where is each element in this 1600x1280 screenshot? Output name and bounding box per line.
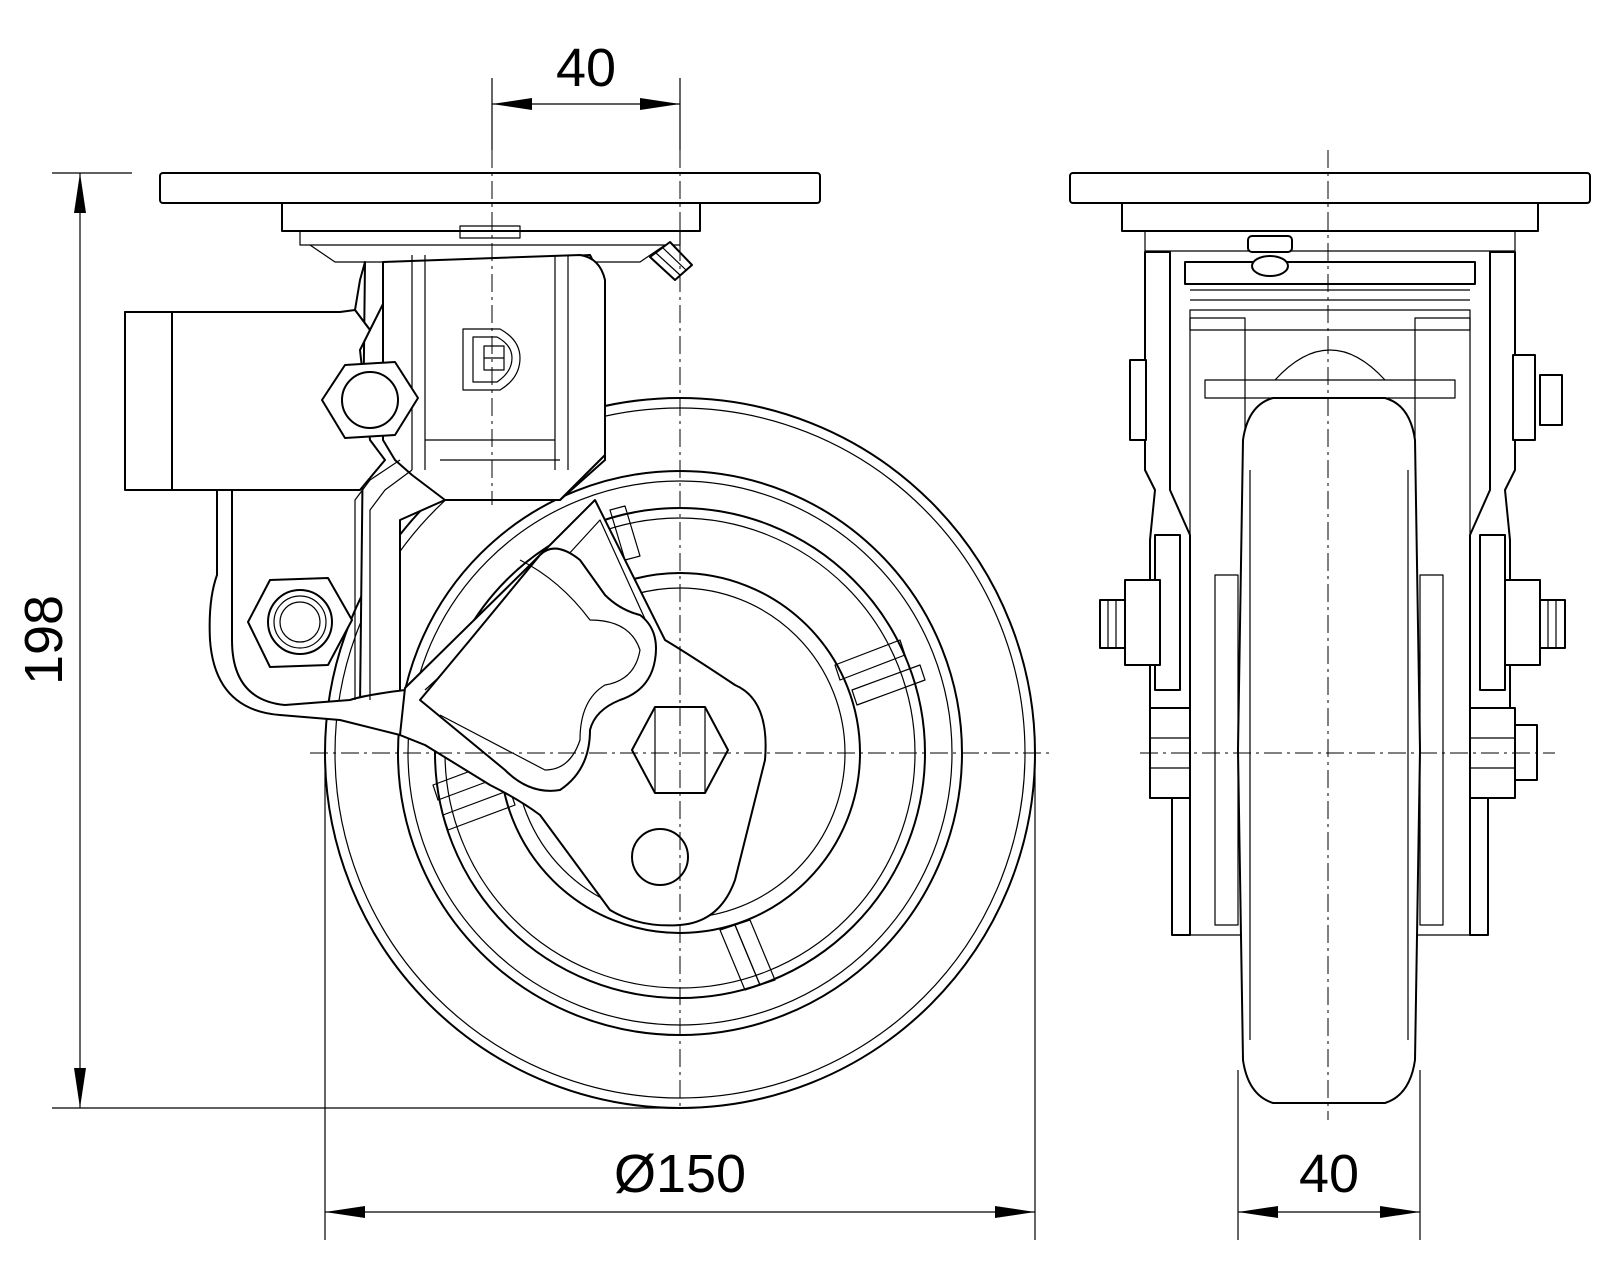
grease-nipple-side <box>649 241 693 281</box>
front-wheel <box>1214 349 1444 1104</box>
dim-height-198: 198 <box>14 595 74 685</box>
dimension-lines <box>52 78 1421 1240</box>
dim-wheel-width-40: 40 <box>1299 1144 1359 1204</box>
swing-arm <box>399 499 767 927</box>
kingpin-column <box>354 254 606 700</box>
side-view <box>124 150 1050 1110</box>
dim-wheel-diameter: Ø150 <box>614 1144 746 1204</box>
brand-logo-icon <box>462 328 521 391</box>
front-upper-bolts <box>1129 354 1563 441</box>
front-view <box>1069 150 1591 1120</box>
wheel-spokes <box>432 505 926 991</box>
front-top-plate <box>1069 172 1591 301</box>
front-axle-bolts <box>1149 707 1538 799</box>
top-plate <box>159 172 821 263</box>
dim-offset-40: 40 <box>556 38 616 98</box>
grease-nipple-front <box>1247 235 1293 277</box>
front-pivot-bolts <box>1099 579 1566 666</box>
lower-pin-hole <box>631 828 689 886</box>
pivot-hex-nut <box>247 577 353 668</box>
upper-hex-bolt <box>321 361 419 439</box>
